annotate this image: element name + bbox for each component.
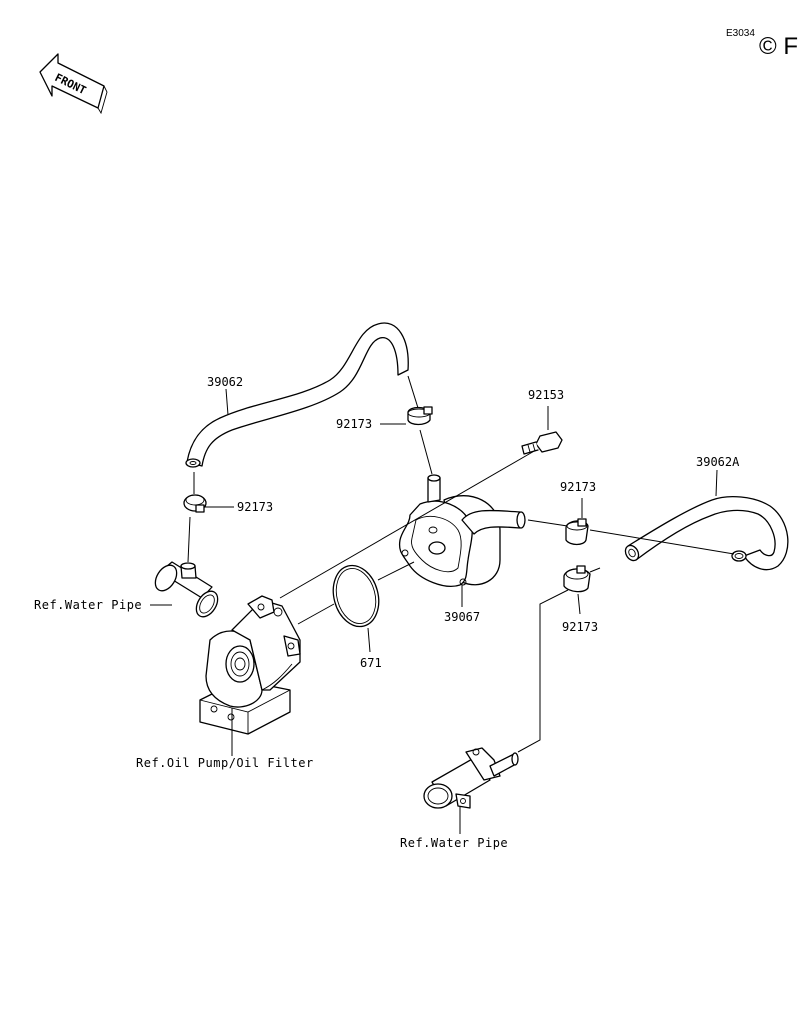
- callout-39062: 39062: [207, 375, 243, 389]
- hose-39062A: [624, 495, 789, 571]
- callout-92173-left: 92173: [237, 500, 273, 514]
- callout-671: 671: [360, 656, 382, 670]
- callout-92173-top: 92173: [336, 417, 372, 431]
- callout-39067: 39067: [444, 610, 480, 624]
- clamp-92173-lower: [563, 565, 591, 593]
- front-arrow-icon: FRONT: [39, 53, 108, 115]
- oil-cooler-39067: [398, 474, 526, 587]
- callout-92173-lower: 92173: [562, 620, 598, 634]
- bolt-92153: [521, 431, 563, 455]
- water-pipe-fitting-left: [154, 561, 219, 618]
- callout-92173-right: 92173: [560, 480, 596, 494]
- clamp-92173-right: [565, 518, 589, 546]
- copyright-mark: © F: [759, 33, 798, 60]
- clamp-92173-top: [407, 406, 433, 426]
- hose-39062: [185, 322, 409, 468]
- diagram-code: E3034: [726, 28, 755, 39]
- ref-water-pipe-bottom: Ref.Water Pipe: [400, 836, 508, 850]
- o-ring-671: [332, 564, 380, 628]
- callout-92153: 92153: [528, 388, 564, 402]
- ref-water-pipe-left: Ref.Water Pipe: [34, 598, 142, 612]
- clamp-92173-left: [183, 494, 207, 513]
- water-pipe-fitting-bottom: [423, 747, 519, 809]
- oil-pump-filter-housing: [199, 595, 301, 735]
- ref-oil-pump-filter: Ref.Oil Pump/Oil Filter: [136, 756, 314, 770]
- callout-39062A: 39062A: [696, 455, 740, 469]
